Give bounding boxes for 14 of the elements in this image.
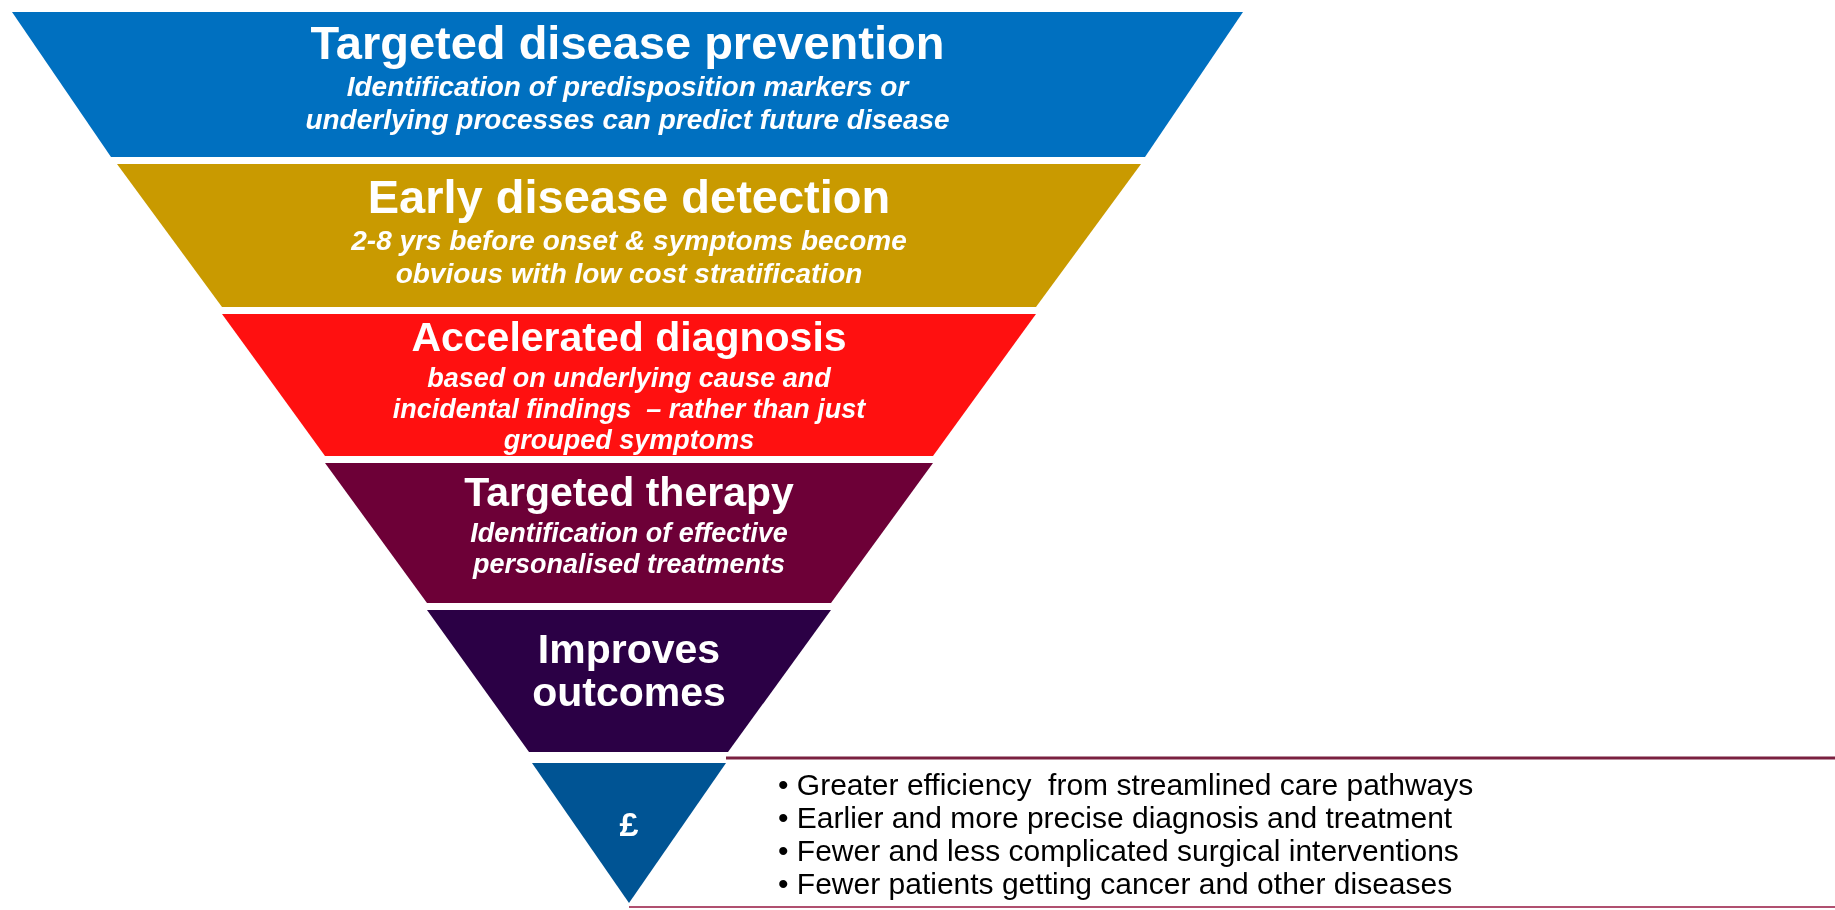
band-title: Targeted therapy [464,471,794,515]
band-title: Targeted disease prevention [310,18,945,68]
band-title: Improves outcomes [531,628,727,715]
band-title: £ [619,807,639,843]
band-subtitle: Identification of effective personalised treatments [469,518,789,581]
band-title: Accelerated diagnosis [411,316,847,360]
band-subtitle: Identification of predisposition markers or underlying processes can predict future disease [304,71,951,136]
benefit-bullet: • Fewer patients getting cancer and other diseases [778,867,1454,900]
band-title: Early disease detection [367,172,891,222]
benefit-bullet: • Earlier and more precise diagnosis and treatment [778,801,1454,834]
band-subtitle: based on underlying cause and incidental findings – rather than just grouped symptoms [391,363,867,457]
benefit-bullet: • Fewer and less complicated surgical interventions [778,834,1460,867]
benefit-bullet: • Greater efficiency from streamlined care pathways [778,768,1474,801]
band-subtitle: 2-8 yrs before onset & symptoms become obvious with low cost stratification [350,225,908,290]
